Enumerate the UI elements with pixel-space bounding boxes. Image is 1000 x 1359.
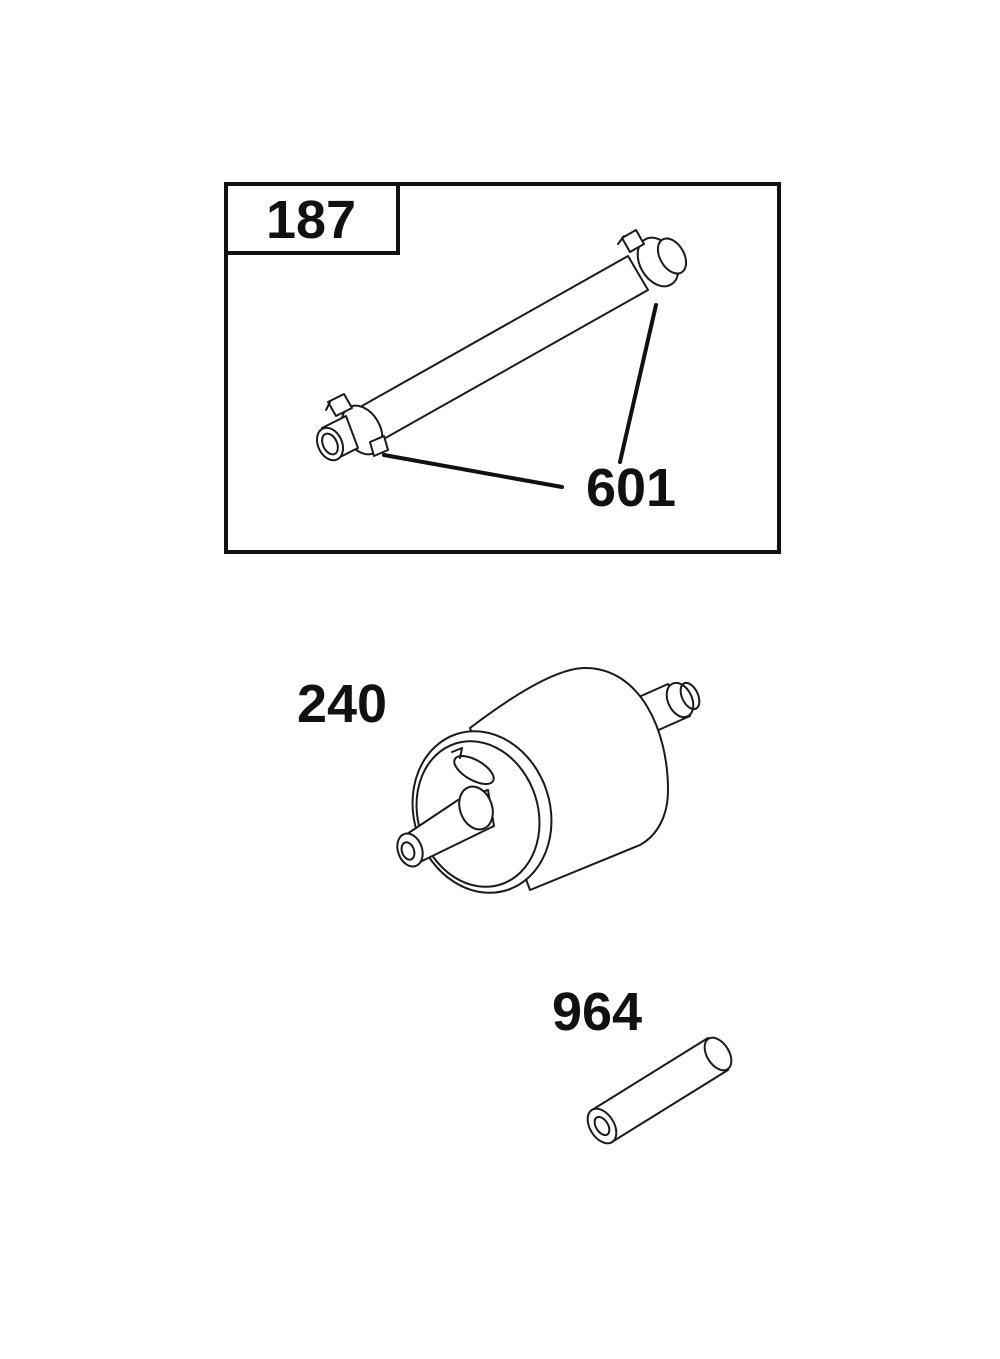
flow-arrow-icon xyxy=(451,747,495,785)
kit-number-tab xyxy=(226,184,400,255)
hose-with-clamps-illustration xyxy=(315,229,688,489)
kit-frame xyxy=(224,182,781,554)
fuel-filter-illustration xyxy=(396,667,701,894)
leader-line-601-near xyxy=(382,453,564,489)
hose-body xyxy=(352,255,649,446)
hose-open-end-icon xyxy=(315,415,359,462)
tube-illustration xyxy=(586,1036,733,1145)
part-number-964: 964 xyxy=(552,982,642,1042)
leader-line-601-far xyxy=(618,303,658,464)
far-clamp-icon xyxy=(617,229,688,288)
kit-number-label: 187 xyxy=(266,190,356,250)
kit-group: 187 xyxy=(224,182,781,554)
tube-open-end xyxy=(586,1107,618,1145)
part-number-240: 240 xyxy=(297,674,387,734)
part-number-601: 601 xyxy=(586,458,676,518)
